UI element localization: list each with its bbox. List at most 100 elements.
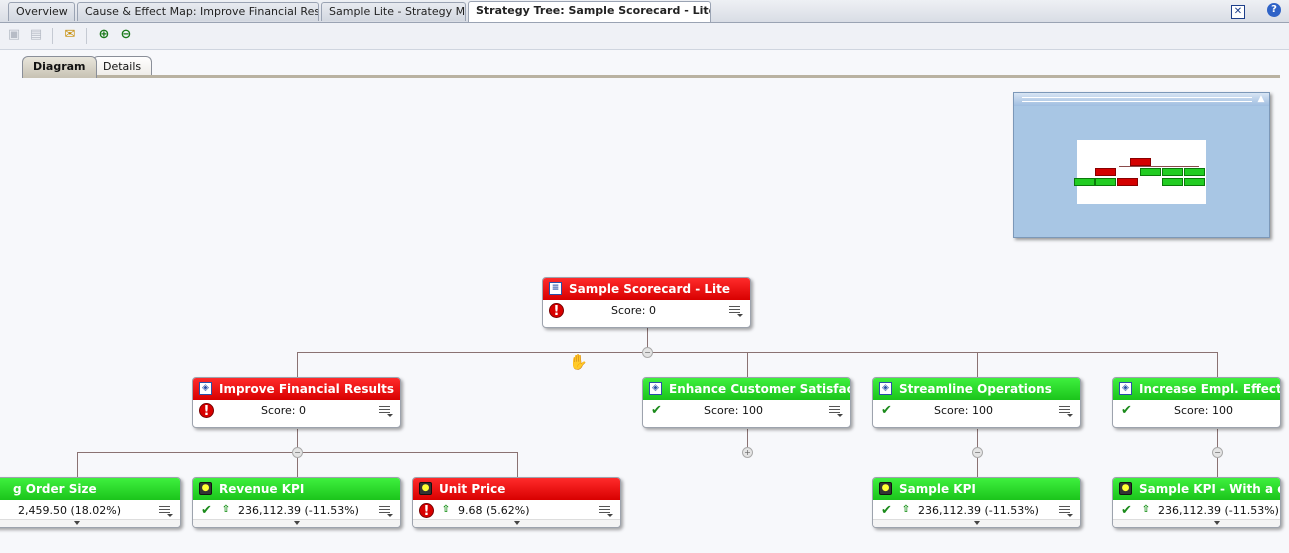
node-title: Improve Financial Results [219, 382, 395, 396]
node-menu-icon[interactable] [159, 504, 173, 517]
node-menu-icon[interactable] [599, 504, 613, 517]
connector [517, 452, 518, 477]
node-value: 2,459.50 (18.02%) [18, 504, 122, 517]
node-title: Sample KPI - With a differ [1139, 482, 1280, 496]
expand-footer[interactable] [413, 519, 620, 527]
trend-up-icon: ⇧ [441, 504, 451, 515]
expand-footer[interactable] [1113, 519, 1280, 527]
toolbar-separator [86, 28, 87, 44]
connector [647, 328, 648, 352]
checkmark-icon: ✔ [1121, 403, 1132, 418]
scorecard-icon: ≡ [549, 282, 562, 295]
checkmark-icon: ✔ [1121, 503, 1132, 518]
node-sample-scorecard[interactable]: ≡ Sample Scorecard - Lite ! Score: 0 [542, 277, 751, 328]
node-order-size[interactable]: g Order Size 2,459.50 (18.02%) [0, 477, 181, 528]
expand-footer[interactable] [193, 519, 400, 527]
collapse-node-icon[interactable]: − [972, 447, 983, 458]
tab-strategy-map[interactable]: Sample Lite - Strategy Map [321, 2, 466, 21]
save-icon[interactable]: ▣ [7, 27, 21, 42]
node-value: 236,112.39 (-11.53%) [918, 504, 1039, 517]
zoom-out-icon[interactable]: ⊖ [120, 27, 132, 42]
warning-icon: ! [549, 303, 564, 319]
node-streamline-operations[interactable]: ◈ Streamline Operations ✔ Score: 100 [872, 377, 1081, 428]
node-score: Score: 100 [933, 404, 993, 417]
options-icon[interactable]: ✉ [64, 27, 76, 42]
overview-panel[interactable]: ▲ [1013, 92, 1270, 238]
node-score: Score: 0 [610, 304, 656, 317]
objective-icon: ◈ [649, 382, 662, 395]
tab-cause-effect-map[interactable]: Cause & Effect Map: Improve Financial Re… [77, 2, 319, 21]
tab-details[interactable]: Details [92, 56, 153, 78]
node-title: Sample KPI [899, 482, 976, 496]
grip-icon [1022, 97, 1252, 102]
collapse-node-icon[interactable]: − [292, 447, 303, 458]
overview-header[interactable] [1014, 93, 1269, 106]
connector [297, 429, 298, 452]
tab-overview[interactable]: Overview [8, 2, 75, 21]
tab-diagram[interactable]: Diagram [22, 56, 97, 78]
node-menu-icon[interactable] [1059, 504, 1073, 517]
help-icon[interactable]: ? [1267, 3, 1281, 17]
save-as-icon[interactable]: ▤ [29, 27, 43, 42]
node-unit-price[interactable]: ● Unit Price ! ⇧ 9.68 (5.62%) [412, 477, 621, 528]
node-title: Sample Scorecard - Lite [569, 282, 731, 296]
collapse-node-icon[interactable]: − [1212, 447, 1223, 458]
connector [297, 352, 1218, 353]
node-score: Score: 100 [703, 404, 763, 417]
collapse-node-icon[interactable]: − [642, 347, 653, 358]
view-tabs: Diagram Details [0, 52, 1289, 80]
zoom-in-icon[interactable]: ⊕ [98, 27, 110, 42]
collapse-icon[interactable]: ▲ [1257, 94, 1265, 104]
node-menu-icon[interactable] [379, 504, 393, 517]
node-title: g Order Size [13, 482, 97, 496]
checkmark-icon: ✔ [881, 403, 892, 418]
expand-node-icon[interactable]: + [742, 447, 753, 458]
connector [1217, 352, 1218, 377]
node-value: 236,112.39 (-11.53%) [238, 504, 359, 517]
node-title: Unit Price [439, 482, 506, 496]
document-tab-bar: Overview Cause & Effect Map: Improve Fin… [0, 0, 1289, 23]
tab-underline [22, 75, 1280, 78]
node-menu-icon[interactable] [379, 404, 393, 417]
checkmark-icon: ✔ [201, 503, 212, 518]
objective-icon: ◈ [1119, 382, 1132, 395]
kpi-icon: ● [879, 482, 892, 495]
trend-up-icon: ⇧ [1141, 504, 1151, 515]
node-improve-financial-results[interactable]: ◈ Improve Financial Results ! Score: 0 [192, 377, 401, 428]
node-revenue-kpi[interactable]: ●Revenue KPI ✔ ⇧ 236,112.39 (-11.53%) [192, 477, 401, 528]
warning-icon: ! [199, 403, 214, 419]
node-sample-kpi-different[interactable]: ●Sample KPI - With a differ ✔ ⇧ 236,112.… [1112, 477, 1281, 528]
tab-strategy-tree[interactable]: Strategy Tree: Sample Scorecard - Lite [468, 1, 711, 22]
connector [297, 352, 298, 377]
node-menu-icon[interactable] [829, 404, 843, 417]
warning-icon: ! [419, 503, 434, 519]
node-sample-kpi[interactable]: ●Sample KPI ✔ ⇧ 236,112.39 (-11.53%) [872, 477, 1081, 528]
checkmark-icon: ✔ [881, 503, 892, 518]
overview-thumbnail[interactable] [1074, 140, 1206, 204]
connector [747, 429, 748, 447]
objective-icon: ◈ [199, 382, 212, 395]
kpi-icon: ● [199, 482, 212, 495]
checkmark-icon: ✔ [651, 403, 662, 418]
node-menu-icon[interactable] [1059, 404, 1073, 417]
connector [977, 352, 978, 377]
node-title: Streamline Operations [899, 382, 1052, 396]
objective-icon: ◈ [879, 382, 892, 395]
node-increase-empl-effectiveness[interactable]: ◈Increase Empl. Effectivene ✔ Score: 100 [1112, 377, 1281, 428]
trend-up-icon: ⇧ [221, 504, 231, 515]
node-enhance-customer-satisfaction[interactable]: ◈ Enhance Customer Satisfaction ✔ Score: … [642, 377, 851, 428]
toolbar-separator [52, 28, 53, 44]
node-score: Score: 0 [260, 404, 306, 417]
node-title: Enhance Customer Satisfaction [669, 382, 850, 396]
expand-footer[interactable] [0, 519, 180, 527]
node-score: Score: 100 [1173, 404, 1233, 417]
node-value: 236,112.39 (-11.53%) [1158, 504, 1279, 517]
toolbar: ▣ ▤ ✉ ⊕ ⊖ [0, 23, 1289, 50]
node-menu-icon[interactable] [729, 304, 743, 317]
close-tab-icon[interactable]: ✕ [1231, 5, 1245, 19]
node-value: 9.68 (5.62%) [458, 504, 530, 517]
kpi-icon: ● [419, 482, 432, 495]
expand-footer[interactable] [873, 519, 1080, 527]
hand-cursor-icon: ✋ [569, 353, 588, 371]
connector [747, 352, 748, 377]
